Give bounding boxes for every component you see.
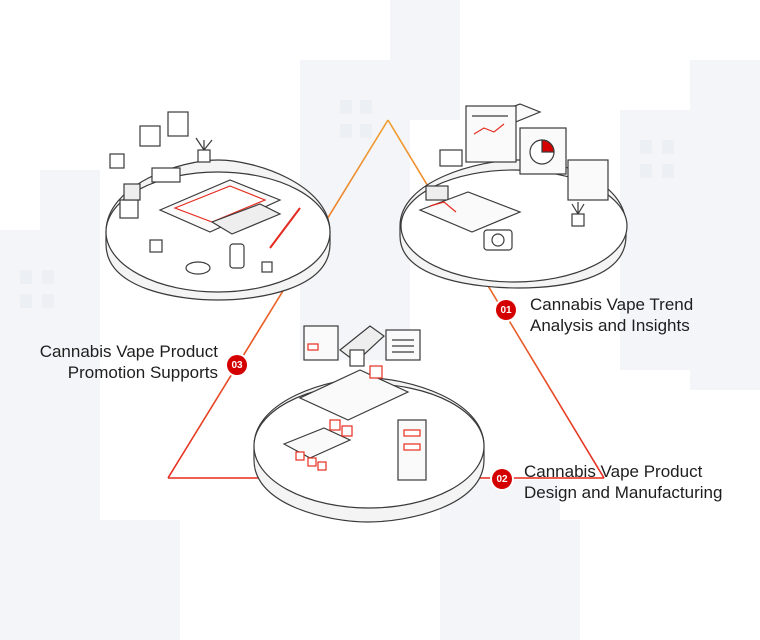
step-03-line2: Promotion Supports	[67, 363, 218, 382]
step-badge-01: 01	[496, 300, 516, 320]
triangle-edge-left	[167, 119, 389, 479]
step-label-03: Cannabis Vape Product Promotion Supports	[10, 341, 218, 383]
step-02-line2: Design and Manufacturing	[524, 483, 723, 502]
step-label-01: Cannabis Vape Trend Analysis and Insight…	[530, 294, 693, 336]
step-badge-03: 03	[227, 355, 247, 375]
step-01-line1: Cannabis Vape Trend	[530, 295, 694, 314]
trend-analysis-platform	[399, 103, 628, 289]
step-label-02: Cannabis Vape Product Design and Manufac…	[524, 461, 722, 503]
triangle-edge-right	[387, 119, 605, 479]
manufacturing-platform	[253, 325, 485, 523]
step-01-line2: Analysis and Insights	[530, 316, 690, 335]
promotion-platform	[105, 111, 331, 301]
step-02-line1: Cannabis Vape Product	[524, 462, 703, 481]
step-03-line1: Cannabis Vape Product	[39, 342, 218, 361]
step-badge-02: 02	[492, 469, 512, 489]
